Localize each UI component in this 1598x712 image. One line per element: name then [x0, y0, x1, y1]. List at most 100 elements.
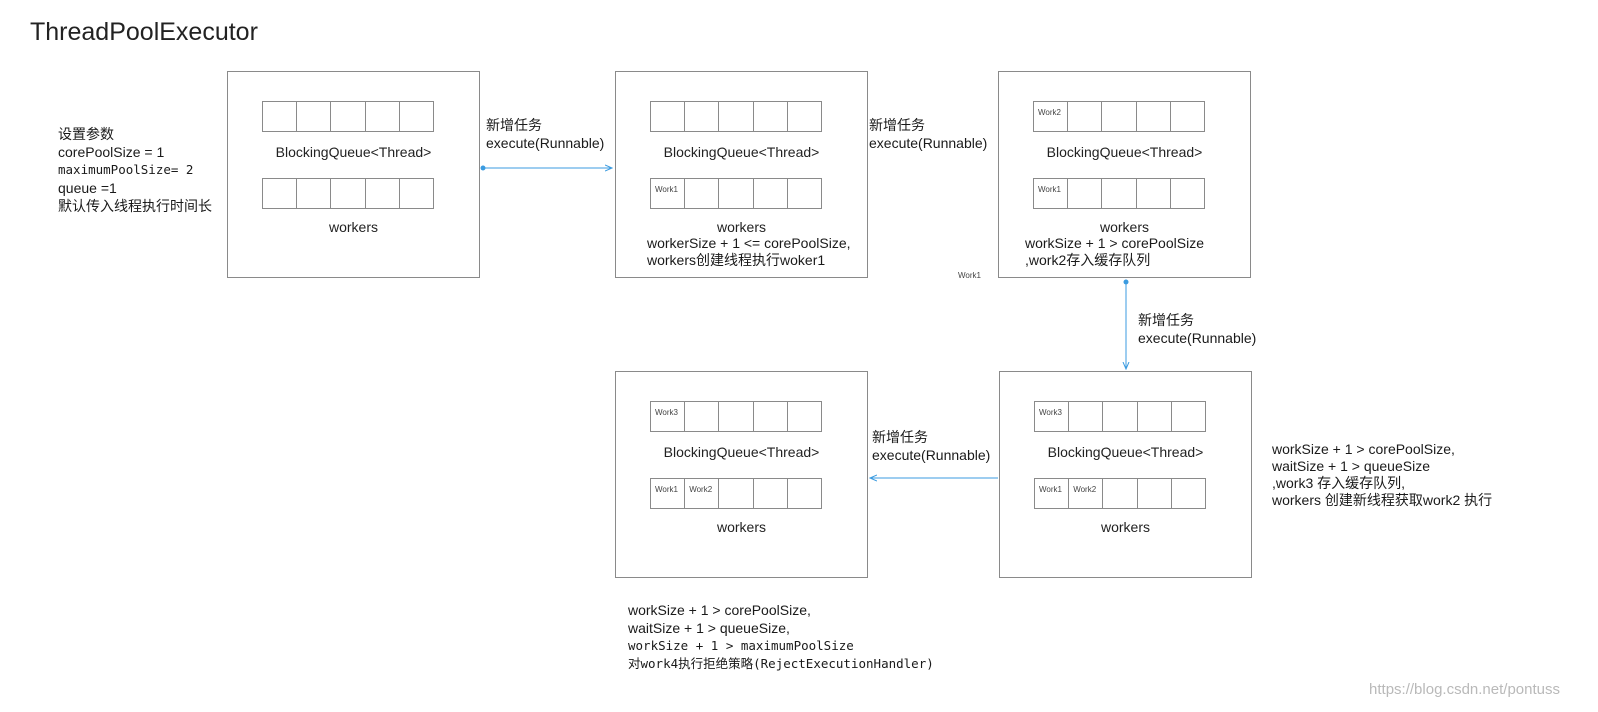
blocking-queue-label: BlockingQueue<Thread> [663, 144, 820, 160]
settings-line: maximumPoolSize= 2 [58, 162, 194, 177]
workers-label: workers [1099, 219, 1149, 235]
queue-cell [1102, 402, 1136, 431]
edge-label-4: 新增任务 execute(Runnable) [872, 428, 990, 464]
edge-label-1: 新增任务 execute(Runnable) [486, 116, 604, 152]
queue-cell: Work2 [1038, 108, 1061, 117]
right-note-line: ,work3 存入缓存队列, [1272, 475, 1406, 491]
blocking-queue-label: BlockingQueue<Thread> [275, 144, 432, 160]
queue-cell [718, 102, 752, 131]
worker-cell: Work2 [1068, 479, 1102, 508]
edge-label-line: execute(Runnable) [872, 447, 991, 463]
edge-label-line: 新增任务 [869, 117, 925, 133]
settings-line: 默认传入线程执行时间长 [58, 198, 212, 214]
queue-cell [1169, 102, 1204, 131]
blocking-queue-cells [262, 101, 434, 132]
queue-cell [330, 102, 364, 131]
worker-cell [752, 479, 787, 508]
worker-cell [1136, 479, 1171, 508]
blocking-queue-cells: Work2 [1033, 101, 1205, 132]
page-title: ThreadPoolExecutor [30, 18, 258, 46]
workers-label: workers [328, 219, 378, 235]
bottom-note-line: workSize + 1 > maximumPoolSize [628, 638, 854, 653]
workers-label: workers [716, 219, 766, 235]
queue-cell [786, 402, 821, 431]
queue-cell [1068, 402, 1102, 431]
box-note-line: workerSize + 1 <= corePoolSize, [647, 235, 851, 251]
edge-label-2: 新增任务 execute(Runnable) [869, 116, 987, 152]
worker-cell [1102, 479, 1136, 508]
queue-cell [296, 102, 330, 131]
worker-cell: Work1 [1038, 185, 1061, 194]
edge-label-line: 新增任务 [486, 117, 542, 133]
box-note-line: workers创建线程执行woker1 [647, 252, 826, 268]
arrow-box3-to-box5 [1124, 279, 1129, 370]
worker-cell [786, 479, 821, 508]
pool-state-box-1: BlockingQueue<Thread> workers [227, 71, 480, 278]
worker-cell [1101, 179, 1135, 208]
watermark: https://blog.csdn.net/pontuss [1369, 681, 1560, 698]
settings-line: 设置参数 [58, 126, 114, 142]
queue-cell [1135, 102, 1170, 131]
edge-label-line: execute(Runnable) [486, 135, 605, 151]
blocking-queue-cells: Work3 [1034, 401, 1206, 432]
pool-state-box-5: Work3 BlockingQueue<Thread> Work1 Work2 … [999, 371, 1252, 578]
box-note-line: workSize + 1 > corePoolSize [1025, 235, 1204, 251]
worker-cell [1067, 179, 1101, 208]
queue-cell: Work3 [655, 408, 678, 417]
queue-cell [1136, 402, 1171, 431]
blocking-queue-cells: Work3 [650, 401, 822, 432]
workers-cells [262, 178, 434, 209]
worker-cell [1169, 179, 1204, 208]
worker-cell [330, 179, 364, 208]
worker-cell [718, 179, 752, 208]
worker-cell: Work1 [655, 185, 678, 194]
workers-cells: Work1 [1033, 178, 1205, 209]
worker-cell [1170, 479, 1205, 508]
edge-label-line: execute(Runnable) [1138, 330, 1257, 346]
queue-cell [684, 102, 718, 131]
queue-cell [752, 402, 787, 431]
workers-label: workers [1100, 519, 1150, 535]
settings-line: queue =1 [58, 180, 117, 196]
queue-cell [398, 102, 433, 131]
edge-label-line: 新增任务 [1138, 312, 1194, 328]
worker-cell [684, 179, 718, 208]
worker-cell [718, 479, 752, 508]
worker-cell [786, 179, 821, 208]
queue-cell [718, 402, 752, 431]
pool-state-box-3: Work2 BlockingQueue<Thread> Work1 worker… [998, 71, 1251, 278]
bottom-note-line: workSize + 1 > corePoolSize, [628, 602, 811, 618]
pool-state-box-4: Work3 BlockingQueue<Thread> Work1 Work2 … [615, 371, 868, 578]
box-note: workerSize + 1 <= corePoolSize, workers创… [647, 235, 851, 269]
queue-cell [1170, 402, 1205, 431]
blocking-queue-label: BlockingQueue<Thread> [1047, 444, 1204, 460]
blocking-queue-cells [650, 101, 822, 132]
workers-cells: Work1 Work2 [650, 478, 822, 509]
queue-cell [752, 102, 787, 131]
worker-cell: Work2 [684, 479, 718, 508]
workers-cells: Work1 Work2 [1034, 478, 1206, 509]
worker-cell [296, 179, 330, 208]
settings-line: corePoolSize = 1 [58, 144, 165, 160]
blocking-queue-label: BlockingQueue<Thread> [1046, 144, 1203, 160]
queue-cell [1101, 102, 1135, 131]
edge-label-3: 新增任务 execute(Runnable) [1138, 311, 1256, 347]
settings-note: 设置参数 corePoolSize = 1 maximumPoolSize= 2… [58, 125, 212, 215]
edge-label-line: execute(Runnable) [869, 135, 988, 151]
workers-cells: Work1 [650, 178, 822, 209]
bottom-note-line: 对work4执行拒绝策略(RejectExecutionHandler) [628, 656, 934, 671]
edge-label-line: 新增任务 [872, 429, 928, 445]
bottom-note-line: waitSize + 1 > queueSize, [628, 620, 790, 636]
right-note: workSize + 1 > corePoolSize, waitSize + … [1272, 441, 1492, 509]
queue-cell [684, 402, 718, 431]
box-note: workSize + 1 > corePoolSize ,work2存入缓存队列 [1025, 235, 1204, 269]
worker-cell [1135, 179, 1170, 208]
worker-cell [364, 179, 399, 208]
workers-label: workers [716, 519, 766, 535]
right-note-line: workers 创建新线程获取work2 执行 [1272, 492, 1493, 508]
stray-work-tag: Work1 [958, 271, 981, 280]
worker-cell: Work1 [655, 485, 678, 494]
pool-state-box-2: BlockingQueue<Thread> Work1 workers work… [615, 71, 868, 278]
arrow-box1-to-box2 [480, 166, 613, 171]
